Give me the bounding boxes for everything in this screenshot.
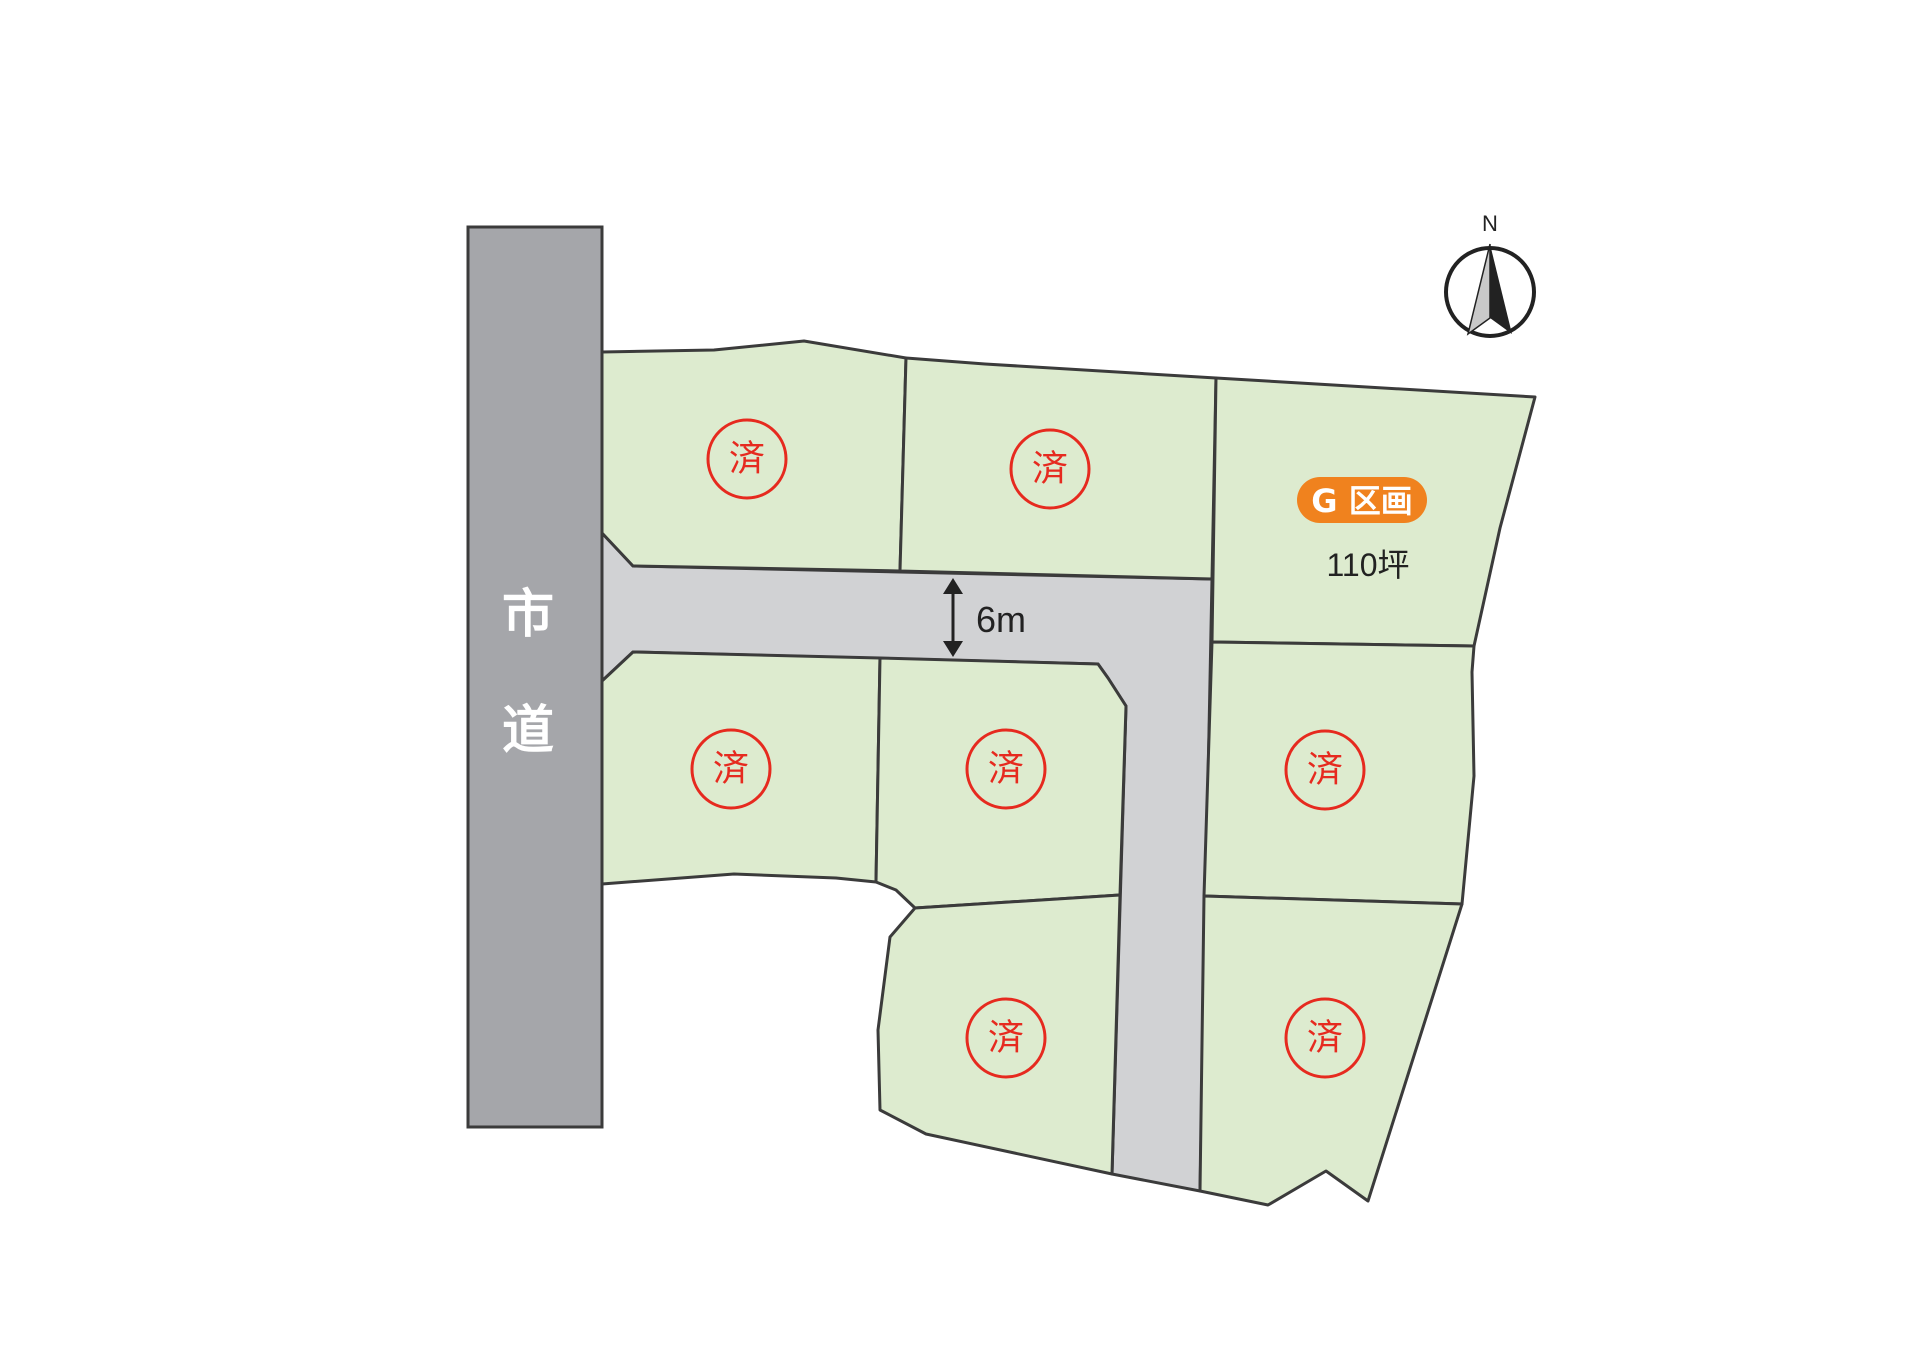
sold-mark-bottom-middle: 済 <box>965 997 1047 1079</box>
city-road-label-1: 市 <box>502 585 554 645</box>
lot-bottom-right[interactable] <box>1198 894 1464 1207</box>
compass-north-label: N <box>1482 211 1498 236</box>
sold-mark-label: 済 <box>729 439 765 480</box>
lot-bottom-middle[interactable] <box>876 893 1122 1176</box>
city-road <box>466 225 604 1129</box>
sold-mark-top-middle: 済 <box>1009 428 1091 510</box>
arrow-down-icon <box>943 641 963 657</box>
lot-g-area: 110坪 <box>1326 547 1409 583</box>
sold-mark-label: 済 <box>1307 750 1343 791</box>
sold-mark-middle-center: 済 <box>965 728 1047 810</box>
city-road-label-2: 道 <box>502 701 554 761</box>
sold-mark-label: 済 <box>713 749 749 790</box>
sold-mark-bottom-right: 済 <box>1284 997 1366 1079</box>
sold-mark-label: 済 <box>1307 1018 1343 1059</box>
sold-mark-middle-right: 済 <box>1284 729 1366 811</box>
arrow-up-icon <box>943 578 963 594</box>
sold-mark-label: 済 <box>988 1018 1024 1059</box>
road-width-indicator <box>943 578 963 657</box>
sold-mark-top-left: 済 <box>706 418 788 500</box>
north-compass-icon: N <box>1444 211 1536 338</box>
lot-g-badge-label: G 区画 <box>1311 482 1412 520</box>
sold-mark-middle-left: 済 <box>690 728 772 810</box>
sold-mark-label: 済 <box>1032 449 1068 490</box>
sold-mark-label: 済 <box>988 749 1024 790</box>
road-width-label: 6m <box>976 599 1026 640</box>
lot-g-badge: G 区画 <box>1297 477 1427 523</box>
